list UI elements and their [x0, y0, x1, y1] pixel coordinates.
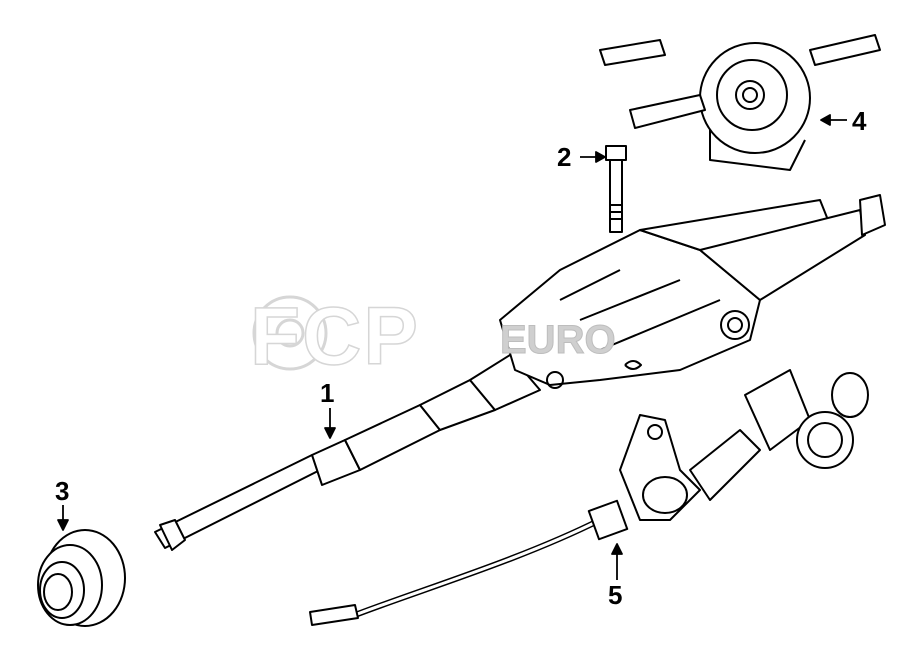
watermark-logo-icon — [252, 295, 328, 371]
callout-1: 1 — [320, 378, 335, 408]
combination-switch-part — [599, 34, 881, 171]
watermark-brand: FCP — [249, 290, 420, 383]
callout-2: 2 — [557, 142, 572, 172]
callout-4: 4 — [852, 106, 867, 136]
bolt-part — [605, 145, 627, 233]
callout-3: 3 — [55, 476, 70, 506]
callout-5: 5 — [608, 580, 623, 610]
shift-cable-part — [309, 369, 869, 626]
watermark-sub: EURO — [500, 318, 617, 363]
bushing-part — [37, 529, 126, 627]
leader-arrows — [57, 114, 847, 580]
steering-column-part — [154, 194, 886, 551]
